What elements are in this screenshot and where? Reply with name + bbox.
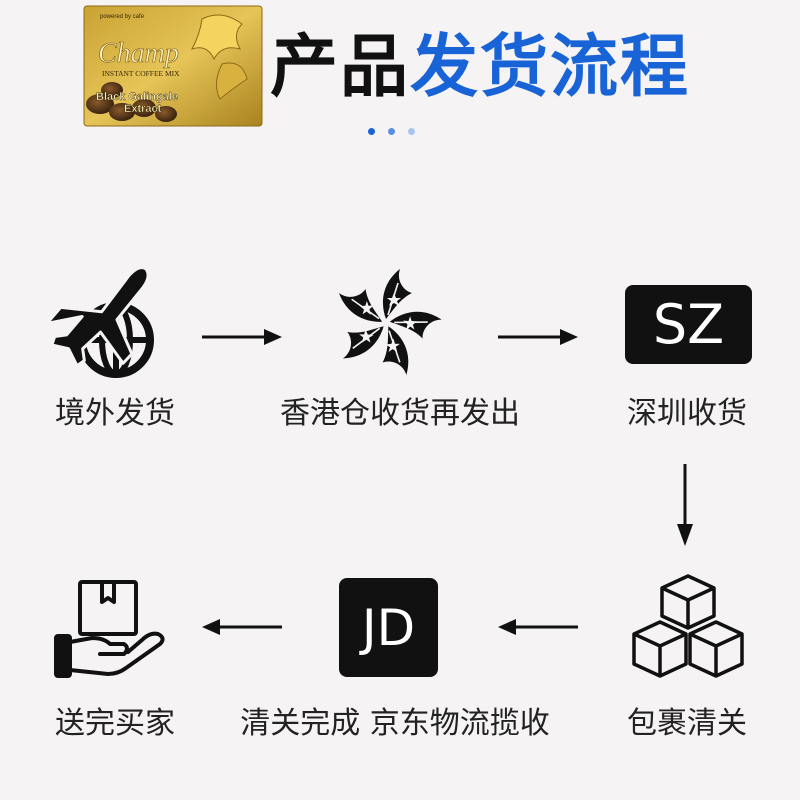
package-subtitle: INSTANT COFFEE MIX (102, 69, 180, 78)
sz-box-icon: SZ (625, 285, 752, 364)
page-title: 产品发货流程 (270, 28, 690, 108)
package-brand: Champ (98, 38, 179, 69)
package-extract-line1: Black Galingale (96, 91, 178, 103)
arrow-right-2 (496, 326, 580, 348)
arrow-right-1 (200, 326, 284, 348)
step-label-4: 包裹清关 (627, 706, 747, 741)
hand-package-icon (52, 578, 168, 682)
jd-box-icon: JD (339, 578, 438, 677)
step-label-2: 香港仓收货再发出 (280, 396, 520, 431)
page-title-part2: 发货流程 (410, 28, 691, 107)
arrow-left-2 (200, 616, 284, 638)
arrow-down (674, 462, 696, 548)
sz-box-text: SZ (652, 293, 725, 356)
decorative-dots (368, 128, 418, 138)
step-label-1: 境外发货 (55, 396, 175, 431)
dot-2 (388, 128, 395, 135)
page-title-part1: 产品 (270, 28, 411, 107)
dot-1 (368, 128, 375, 135)
step-label-6: 送完买家 (55, 706, 175, 741)
arrow-left-1 (496, 616, 580, 638)
product-package-image: powered by cafe Champ INSTANT COFFEE MIX… (82, 4, 264, 128)
plane-globe-icon (44, 268, 160, 380)
stacked-boxes-icon (628, 572, 748, 682)
package-extract-line2: Extract (124, 103, 162, 115)
step-label-3: 深圳收货 (627, 396, 747, 431)
dot-3 (408, 128, 415, 135)
jd-box-text: JD (361, 598, 416, 657)
bauhinia-flower-icon (330, 266, 442, 380)
step-label-5: 清关完成 京东物流揽收 (240, 706, 550, 741)
package-top-text: powered by cafe (100, 14, 145, 20)
